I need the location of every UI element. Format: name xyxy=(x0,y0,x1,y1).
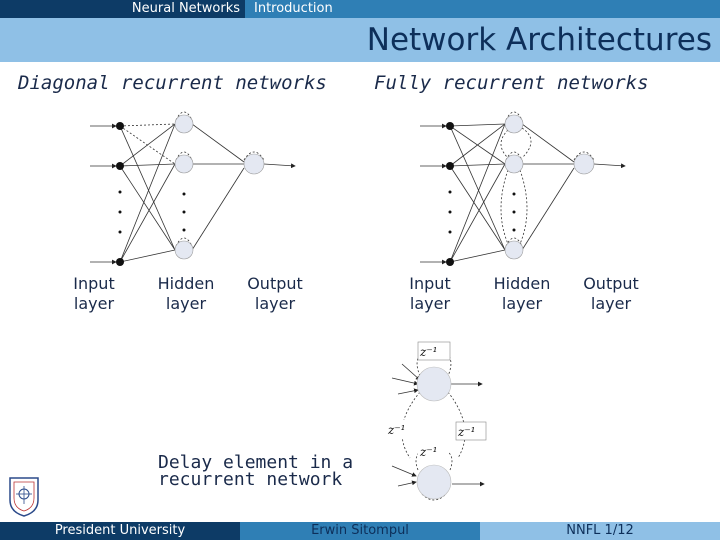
footer-institution: President University xyxy=(0,522,240,540)
delay-caption-line1: Delay element in a xyxy=(158,452,354,473)
delay-symbol-right: z⁻¹ xyxy=(457,425,475,439)
footer-author: Erwin Sitompul xyxy=(240,522,480,540)
delay-symbol-left: z⁻¹ xyxy=(387,423,405,437)
delay-caption: Delay element in a recurrent network xyxy=(158,452,354,490)
diagonal-heading: Diagonal recurrent networks xyxy=(18,72,327,94)
footer: President University Erwin Sitompul NNFL… xyxy=(0,522,720,540)
delay-symbol-bottom: z⁻¹ xyxy=(419,445,437,459)
breadcrumb-subsection[interactable]: Introduction xyxy=(245,0,720,18)
right-output-layer-label: Output layer xyxy=(583,274,639,313)
delay-caption-line2: recurrent network xyxy=(158,469,343,490)
fully-recurrent-diagram xyxy=(420,111,626,266)
footer-page-number: NNFL 1/12 xyxy=(480,522,720,540)
university-logo-icon xyxy=(9,477,39,517)
left-hidden-layer-label: Hidden layer xyxy=(157,274,215,313)
delay-symbol-top: z⁻¹ xyxy=(419,345,437,359)
right-hidden-layer-label: Hidden layer xyxy=(493,274,551,313)
title-bar xyxy=(0,18,720,62)
diagonal-recurrent-diagram xyxy=(90,111,296,266)
delay-element-diagram: z⁻¹ z⁻¹ z⁻¹ z⁻¹ xyxy=(386,341,487,501)
page-title: Network Architectures xyxy=(366,22,712,58)
left-input-layer-label: Input layer xyxy=(73,274,115,313)
fully-heading: Fully recurrent networks xyxy=(374,72,649,94)
left-output-layer-label: Output layer xyxy=(247,274,303,313)
breadcrumb-section[interactable]: Neural Networks xyxy=(131,1,240,16)
right-input-layer-label: Input layer xyxy=(409,274,451,313)
